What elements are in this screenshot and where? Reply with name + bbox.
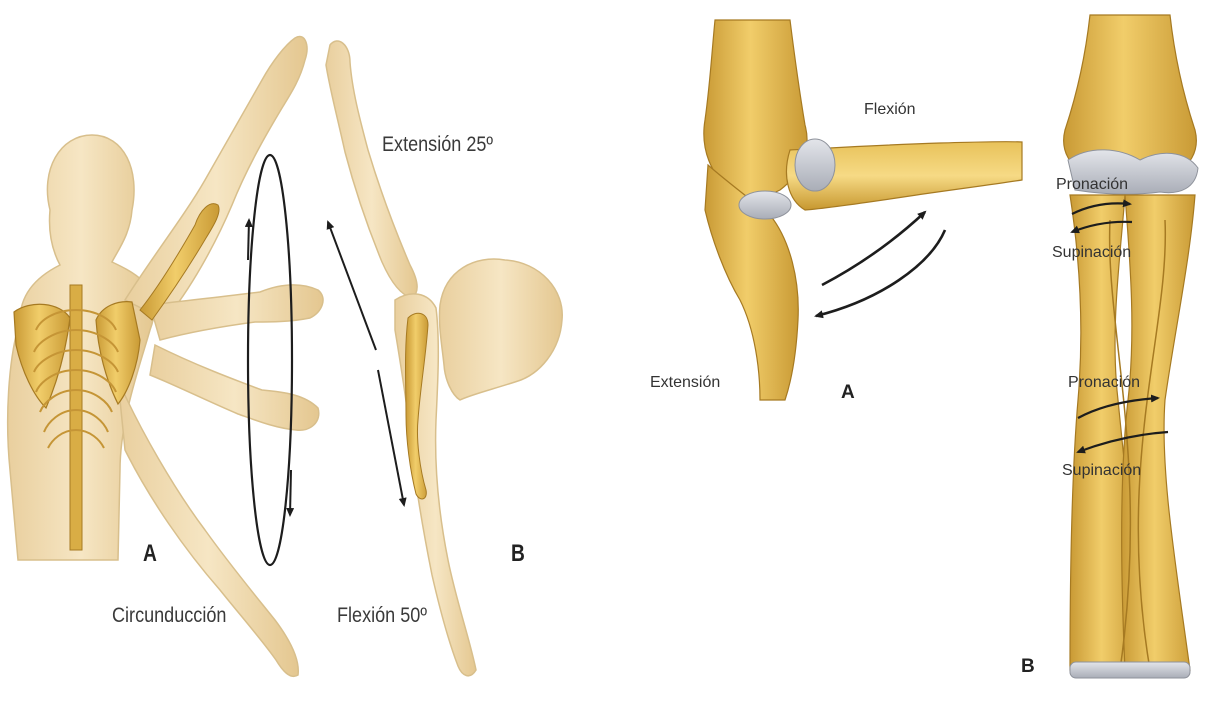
flexion-50-label: Flexión 50º [337,604,427,628]
flexion-arrow [378,370,404,505]
extension-motion-arrow [816,230,945,316]
horizontal-arm-lower [150,345,319,430]
arm-extension-position [326,41,417,298]
distal-cartilage [1070,662,1190,678]
supination-label-bottom: Supinación [1062,462,1141,480]
letter-a-right: A [841,382,855,404]
circumduction-label: Circunducción [112,604,226,628]
pronation-label-bottom: Pronación [1068,374,1140,392]
circumduction-arrow-up [248,220,249,260]
extension-25-label: Extensión 25º [382,133,493,157]
flexion-motion-arrow [822,212,925,285]
joint-cartilage-vertical [739,191,791,219]
elbow-flexion-label: Flexión [864,101,916,119]
letter-b-left: B [511,540,525,568]
letter-a-left: A [143,540,157,568]
circumduction-arrow-down [290,470,291,515]
pronation-supination-panel [1064,15,1198,678]
extension-arrow [328,222,376,350]
circumduction-loop [248,155,292,565]
supination-label-top: Supinación [1052,244,1131,262]
pronation-label-top: Pronación [1056,176,1128,194]
letter-b-right: B [1021,656,1035,678]
elbow-extension-label: Extensión [650,374,720,392]
humerus-front [1064,15,1197,172]
joint-cartilage-flexed [795,139,835,191]
head-side [439,259,562,400]
elbow-flexion-panel [704,20,1022,400]
